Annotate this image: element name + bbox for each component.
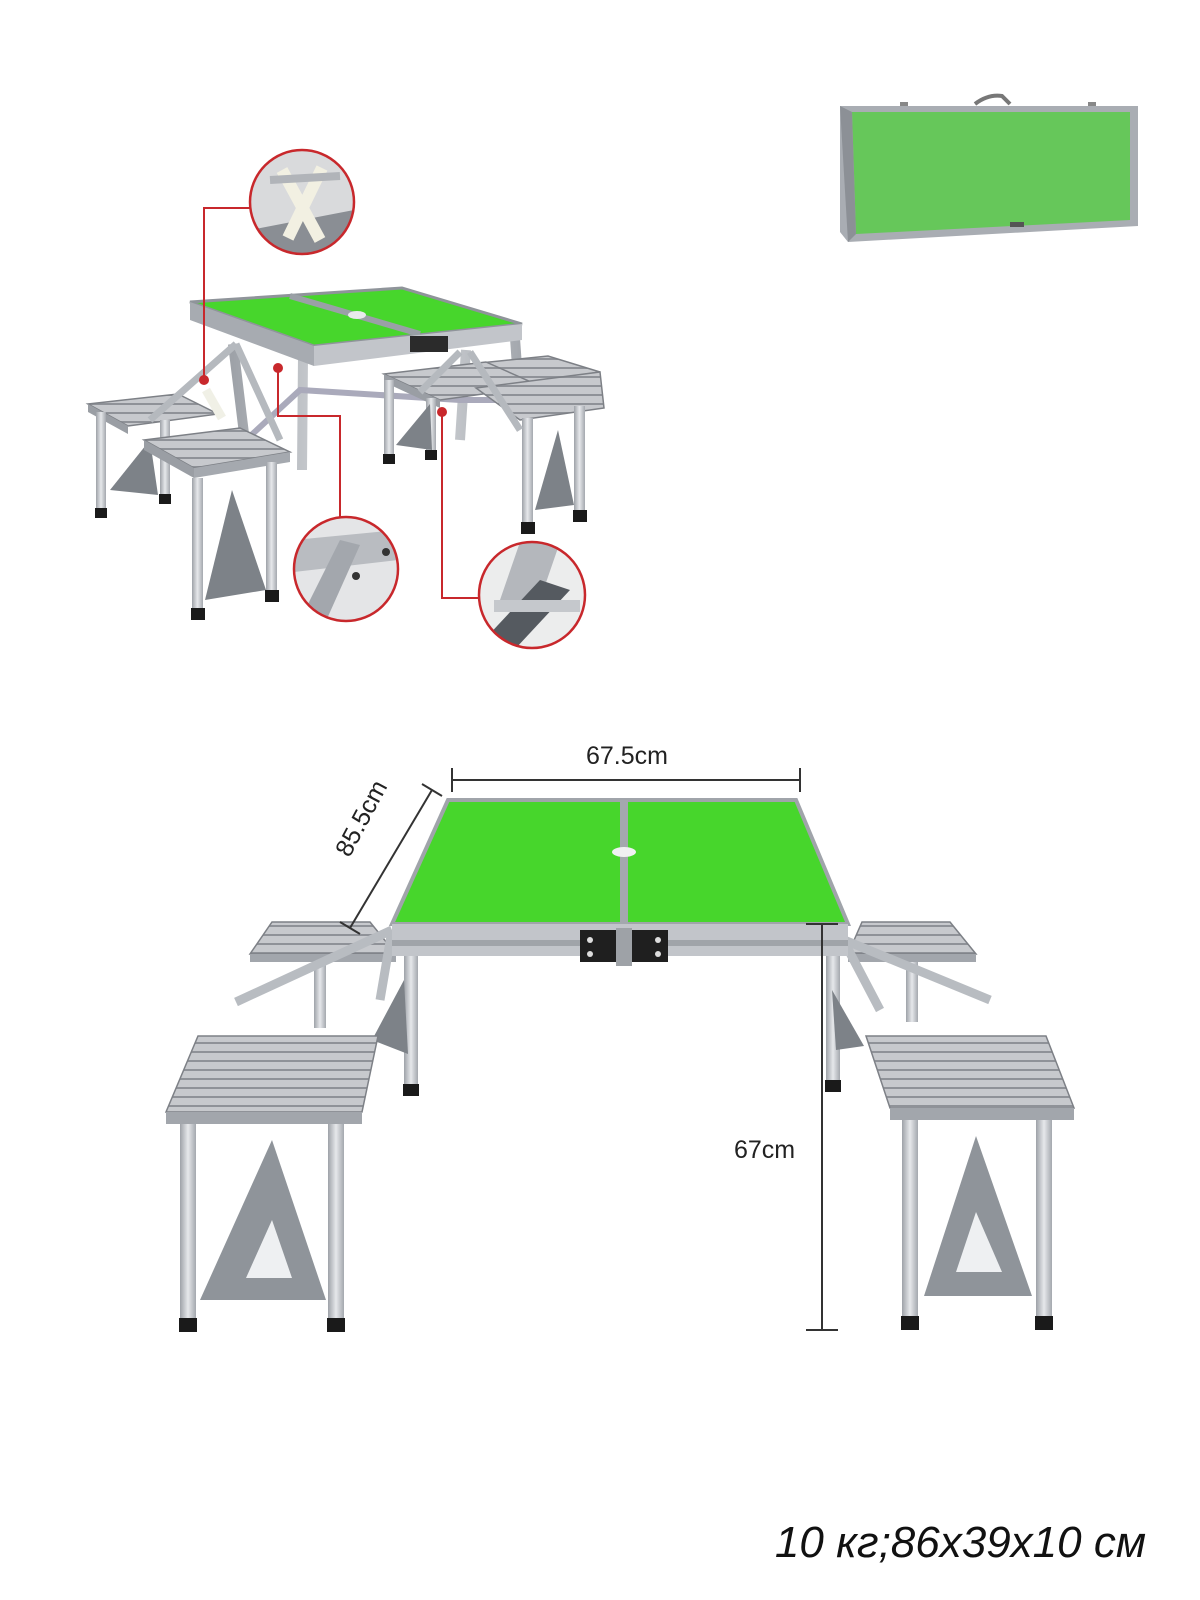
dimension-table-illustration: [164, 798, 1076, 1332]
detail-circle-hinge: [248, 148, 356, 256]
callout-dots: [199, 363, 447, 417]
detail-circle-bracket: [477, 540, 587, 650]
open-table-photo: [85, 286, 605, 620]
height-dimension-label: 67cm: [734, 1136, 796, 1164]
dimension-lines: [339, 768, 838, 1331]
detail-circle-leg-joint: [292, 515, 400, 623]
weight-size-caption: 10 кг;86x39x10 см: [774, 1518, 1146, 1567]
width-dimension-label: 67.5cm: [586, 742, 668, 770]
folded-case: [840, 93, 1138, 242]
